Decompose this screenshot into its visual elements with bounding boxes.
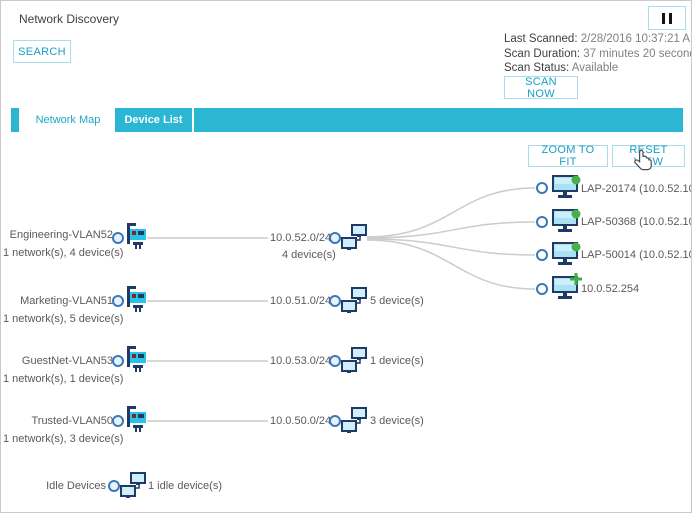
vlan-node-summary: 1 network(s), 4 device(s) bbox=[3, 247, 124, 259]
online-status-icon bbox=[571, 206, 581, 224]
scan-info-panel: Last Scanned: 2/28/2016 10:37:21 AM Scan… bbox=[504, 32, 692, 76]
scan-now-button[interactable]: SCAN NOW bbox=[504, 76, 578, 100]
tab-bar-fill bbox=[194, 108, 683, 132]
subnet-node-label[interactable]: 10.0.50.0/24 bbox=[270, 415, 332, 427]
device-group-icon[interactable] bbox=[341, 407, 367, 439]
vlan-node-summary: 1 network(s), 1 device(s) bbox=[3, 373, 124, 385]
subnet-device-count: 5 device(s) bbox=[370, 295, 424, 307]
vlan-node-label[interactable]: Trusted-VLAN50 bbox=[31, 415, 113, 427]
vlan-node-label[interactable]: Marketing-VLAN51 bbox=[20, 295, 113, 307]
subnet-device-count: 3 device(s) bbox=[370, 415, 424, 427]
tab-network-map[interactable]: Network Map bbox=[21, 108, 115, 132]
computer-icon[interactable] bbox=[552, 276, 578, 307]
last-scanned-label: Last Scanned: bbox=[504, 33, 578, 45]
page-title: Network Discovery bbox=[19, 12, 120, 26]
device-group-icon[interactable] bbox=[341, 287, 367, 319]
vlan-node-summary: 1 network(s), 3 device(s) bbox=[3, 433, 124, 445]
pause-button[interactable] bbox=[648, 6, 686, 30]
tab-bar-accent bbox=[11, 108, 19, 132]
device-node-label[interactable]: LAP-20174 (10.0.52.101) bbox=[581, 183, 691, 195]
idle-devices-count: 1 idle device(s) bbox=[148, 480, 222, 492]
new-device-plus-icon bbox=[570, 272, 582, 290]
network-card-icon[interactable] bbox=[123, 406, 147, 439]
scan-status-label: Scan Status: bbox=[504, 62, 570, 74]
tab-bar: Network Map Device List bbox=[11, 108, 683, 132]
subnet-node-label[interactable]: 10.0.53.0/24 bbox=[270, 355, 332, 367]
device-group-icon[interactable] bbox=[341, 224, 367, 256]
subnet-expand-toggle[interactable] bbox=[329, 295, 341, 307]
pause-icon bbox=[662, 12, 665, 24]
device-node-circle[interactable] bbox=[536, 216, 548, 228]
computer-icon[interactable] bbox=[552, 209, 578, 240]
subnet-node-label[interactable]: 10.0.51.0/24 bbox=[270, 295, 332, 307]
vlan-node-summary: 1 network(s), 5 device(s) bbox=[3, 313, 124, 325]
device-node-label[interactable]: 10.0.52.254 bbox=[581, 283, 640, 295]
last-scanned-row: Last Scanned: 2/28/2016 10:37:21 AM bbox=[504, 32, 692, 47]
tab-separator bbox=[192, 108, 194, 132]
vlan-node-label[interactable]: GuestNet-VLAN53 bbox=[21, 355, 113, 367]
scan-status-value: Available bbox=[571, 62, 619, 74]
device-node-circle[interactable] bbox=[536, 182, 548, 194]
online-status-icon bbox=[571, 172, 581, 190]
network-card-icon[interactable] bbox=[123, 346, 147, 379]
subnet-expand-toggle[interactable] bbox=[329, 415, 341, 427]
device-node-label[interactable]: LAP-50368 (10.0.52.102) bbox=[581, 216, 691, 228]
subnet-expand-toggle[interactable] bbox=[329, 355, 341, 367]
network-card-icon[interactable] bbox=[123, 286, 147, 319]
scan-status-row: Scan Status: Available bbox=[504, 61, 691, 76]
subnet-node-label[interactable]: 10.0.52.0/24 bbox=[270, 232, 332, 244]
subnet-expand-toggle[interactable] bbox=[329, 232, 341, 244]
search-button[interactable]: SEARCH bbox=[13, 40, 71, 63]
tab-device-list[interactable]: Device List bbox=[115, 108, 192, 132]
reset-view-button[interactable]: RESET VIEW bbox=[612, 144, 685, 168]
network-card-icon[interactable] bbox=[123, 223, 147, 256]
last-scanned-value: 2/28/2016 10:37:21 AM bbox=[580, 33, 692, 45]
scan-duration-value: 37 minutes 20 seconds bbox=[583, 47, 692, 60]
idle-devices-toggle[interactable] bbox=[108, 480, 120, 492]
device-node-circle[interactable] bbox=[536, 283, 548, 295]
scan-duration-label: Scan Duration: bbox=[504, 47, 581, 60]
device-node-circle[interactable] bbox=[536, 249, 548, 261]
vlan-expand-toggle[interactable] bbox=[112, 295, 124, 307]
pause-icon bbox=[669, 12, 672, 24]
subnet-device-count: 4 device(s) bbox=[282, 249, 336, 261]
online-status-icon bbox=[571, 239, 581, 257]
vlan-expand-toggle[interactable] bbox=[112, 232, 124, 244]
vlan-node-label[interactable]: Engineering-VLAN52 bbox=[9, 229, 113, 241]
idle-devices-label[interactable]: Idle Devices bbox=[46, 480, 106, 492]
subnet-device-count: 1 device(s) bbox=[370, 355, 424, 367]
scan-duration-row: Scan Duration: 37 minutes 20 seconds bbox=[504, 47, 692, 62]
vlan-expand-toggle[interactable] bbox=[112, 415, 124, 427]
zoom-to-fit-button[interactable]: ZOOM TO FIT bbox=[528, 144, 608, 168]
device-group-icon[interactable] bbox=[120, 472, 146, 504]
vlan-expand-toggle[interactable] bbox=[112, 355, 124, 367]
device-group-icon[interactable] bbox=[341, 347, 367, 379]
device-node-label[interactable]: LAP-50014 (10.0.52.100) bbox=[581, 249, 691, 261]
